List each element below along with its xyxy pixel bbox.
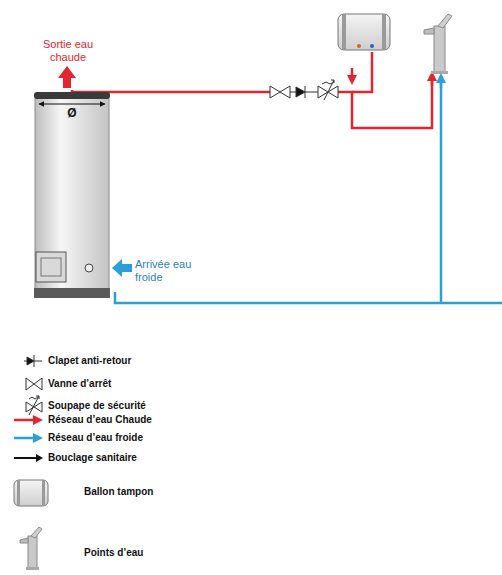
water-tap-part	[434, 26, 445, 72]
legend-text: Bouclage sanitaire	[48, 452, 137, 463]
check-valve-symbol	[290, 86, 312, 98]
water-tap-part	[424, 28, 434, 34]
cold-pipe-part	[115, 292, 502, 303]
legend-safety-valve-part	[29, 397, 38, 399]
legend-text: Clapet anti-retour	[48, 355, 131, 366]
buffer-tank-part	[370, 44, 374, 48]
hot-outlet-arrow-part	[58, 66, 76, 88]
cold-inlet-arrow-part	[112, 259, 132, 277]
legend-text: Vanne d’arrêt	[48, 378, 111, 389]
tank-body	[35, 96, 109, 294]
tank-top-ring	[34, 92, 110, 99]
legend-safety-valve-part	[36, 396, 39, 399]
legend-stop-valve-part	[26, 378, 42, 390]
legend-stop-valve	[26, 378, 42, 390]
check-valve-symbol-part	[305, 86, 306, 98]
buffer-tank-part	[342, 14, 346, 50]
safety-valve-symbol-part	[331, 80, 334, 83]
legend-loop-line	[14, 454, 43, 462]
water-tap-part	[431, 71, 448, 74]
legend-water-tap-part	[31, 527, 42, 538]
legend-water-tap-part	[20, 538, 28, 543]
safety-valve-symbol-part	[324, 80, 334, 100]
hot-pipe-part	[351, 68, 354, 80]
water-heater-tank: Ø	[33, 90, 111, 300]
legend-water-tap-part	[28, 536, 37, 568]
buffer-tank	[338, 14, 390, 50]
control-box	[36, 252, 66, 282]
stop-valve-symbol-part	[270, 86, 290, 98]
tank-outline	[33, 90, 111, 300]
legend-hot-line	[14, 420, 38, 421]
hot-pipe-part	[431, 76, 434, 86]
outlet-label: Sortie eau chaude	[32, 38, 104, 63]
legend-buffer-tank-part	[42, 480, 45, 506]
legend-safety-valve	[26, 396, 42, 415]
legend-buffer-tank-part	[17, 480, 20, 506]
legend-text: Soupape de sécurité	[48, 400, 146, 411]
hot-pipe-part	[72, 90, 270, 92]
water-tap-part	[438, 14, 452, 28]
legend-text: Réseau d’eau Chaude	[48, 414, 152, 425]
cold-pipe-part	[440, 82, 443, 303]
buffer-tank-part	[357, 44, 361, 48]
legend-cold-line-part	[14, 437, 38, 440]
legend-buffer-tank-part	[14, 480, 48, 506]
stop-valve-symbol	[270, 86, 290, 98]
safety-valve-symbol-part	[312, 92, 318, 93]
tank-base	[34, 288, 110, 298]
buffer-tank-part	[382, 14, 386, 50]
control-box-vent	[41, 258, 61, 276]
legend-buffer-tank	[14, 480, 48, 506]
legend-water-tap	[20, 527, 42, 570]
cold-inlet-arrow	[112, 259, 132, 277]
hot-pipe	[72, 52, 432, 128]
legend-loop-line-part	[14, 457, 38, 459]
hot-pipe-part	[338, 80, 432, 128]
diameter-arrow	[39, 103, 105, 104]
legend-safety-valve-part	[26, 402, 42, 412]
safety-valve-symbol	[312, 80, 338, 100]
legend-loop-line-part	[36, 454, 43, 462]
legend-cold-line	[14, 438, 38, 439]
legend-safety-valve-part	[29, 396, 39, 415]
cold-pipe-part	[440, 78, 443, 88]
diameter-symbol: Ø	[33, 107, 111, 121]
legend-check-valve-part	[34, 355, 35, 367]
inlet-fitting	[85, 264, 93, 272]
check-valve-symbol-part	[296, 87, 305, 97]
legend-check-valve-part	[27, 357, 34, 365]
legend-check-valve	[24, 355, 42, 367]
legend-hot-line-part	[14, 419, 38, 422]
legend-text: Réseau d’eau froide	[48, 432, 143, 443]
legend-text: Ballon tampon	[84, 486, 153, 497]
water-tap	[424, 14, 452, 74]
legend-text: Points d’eau	[84, 547, 143, 558]
inlet-label: Arrivée eau froide	[135, 258, 205, 283]
hot-pipe-part	[352, 52, 372, 92]
buffer-tank-part	[338, 14, 390, 50]
cold-pipe	[115, 78, 502, 303]
hot-outlet-arrow	[58, 66, 76, 88]
legend-water-tap-part	[26, 567, 39, 570]
